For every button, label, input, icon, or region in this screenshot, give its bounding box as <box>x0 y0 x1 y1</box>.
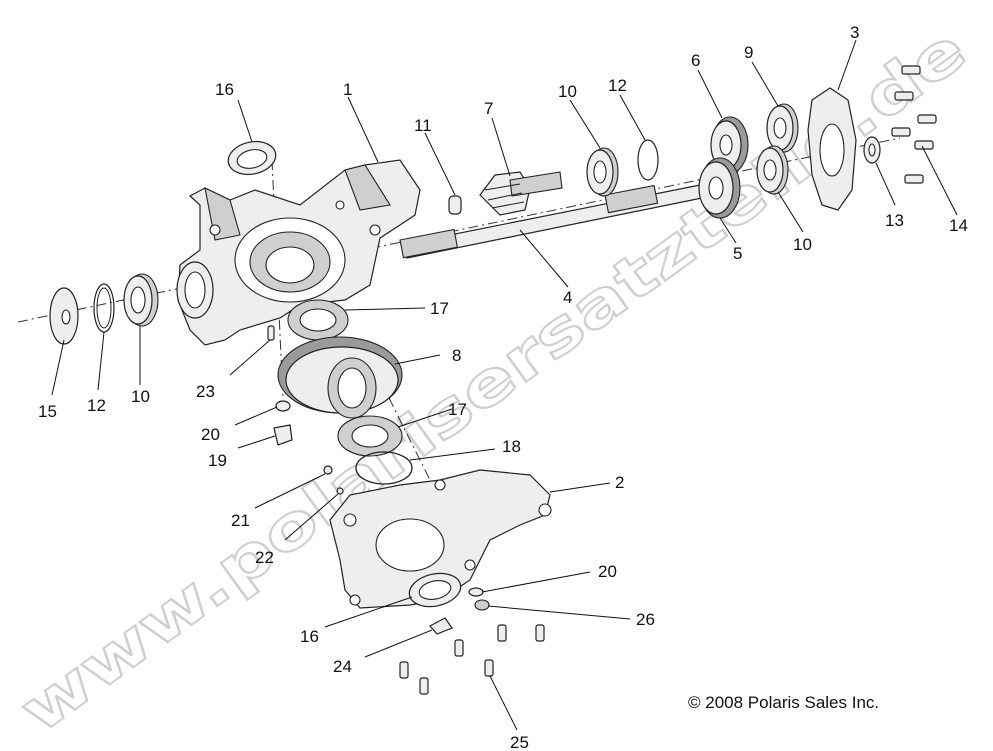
fasteners-21-22 <box>323 465 344 495</box>
callout-18: 18 <box>502 437 521 456</box>
callout-8: 8 <box>452 346 461 365</box>
bearing-9 <box>766 103 799 153</box>
callout-20-left: 20 <box>201 425 220 444</box>
snap-ring-left <box>93 283 115 333</box>
callout-19: 19 <box>208 451 227 470</box>
end-cover <box>807 87 857 211</box>
callout-11: 11 <box>414 116 432 135</box>
callout-10-left: 10 <box>131 387 150 406</box>
washer-13 <box>863 136 881 164</box>
bearing-17-upper <box>287 299 349 341</box>
bearing-17-lower <box>337 415 403 457</box>
shim-18 <box>355 451 413 485</box>
bearing-middle <box>586 147 619 197</box>
gear-upper <box>710 116 749 174</box>
callout-12-left: 12 <box>87 396 106 415</box>
washer-15 <box>49 287 79 345</box>
leader-lines <box>51 39 958 731</box>
callout-21: 21 <box>231 511 250 530</box>
dowel-pin-23 <box>267 325 275 341</box>
spacer-11 <box>448 195 462 215</box>
callout-16-top: 16 <box>215 80 234 99</box>
bearing-left <box>123 273 159 327</box>
bolts-14 <box>891 65 937 184</box>
callout-3: 3 <box>850 23 859 42</box>
callout-12-middle: 12 <box>608 76 627 95</box>
callout-10-right: 10 <box>793 235 812 254</box>
callout-16-bottom: 16 <box>300 627 319 646</box>
callout-4: 4 <box>563 288 572 307</box>
callout-13: 13 <box>885 211 904 230</box>
callout-24: 24 <box>333 657 352 676</box>
callout-22: 22 <box>255 548 274 567</box>
callout-5: 5 <box>733 244 742 263</box>
callout-14: 14 <box>949 216 968 235</box>
callout-6: 6 <box>691 51 700 70</box>
callout-10-middle: 10 <box>558 82 577 101</box>
lower-cover <box>329 469 552 609</box>
callout-7: 7 <box>484 99 493 118</box>
bearing-right <box>756 145 789 195</box>
callout-17-lower: 17 <box>448 400 467 419</box>
ring-gear <box>277 336 403 419</box>
gear-lower <box>698 157 741 219</box>
callout-23: 23 <box>196 382 215 401</box>
washer-plug-20-19 <box>273 400 293 446</box>
callout-9: 9 <box>744 43 753 62</box>
main-housing <box>176 159 421 346</box>
callout-25: 25 <box>510 733 529 751</box>
seal-bottom <box>408 572 462 608</box>
callout-2: 2 <box>615 473 624 492</box>
vent-fitting-24 <box>429 617 453 635</box>
snap-ring-middle <box>637 139 659 181</box>
seal-top <box>227 140 277 176</box>
copyright-notice: © 2008 Polaris Sales Inc. <box>688 693 880 712</box>
callout-20-right: 20 <box>598 562 617 581</box>
callout-labels: 1 16 11 7 10 12 6 9 3 13 14 10 5 4 17 8 … <box>38 23 968 751</box>
callout-17-upper: 17 <box>430 299 449 318</box>
pinion-gear <box>479 171 563 216</box>
callout-26: 26 <box>636 610 655 629</box>
callout-15: 15 <box>38 402 57 421</box>
callout-1: 1 <box>343 80 352 99</box>
bolts-25 <box>399 624 545 695</box>
